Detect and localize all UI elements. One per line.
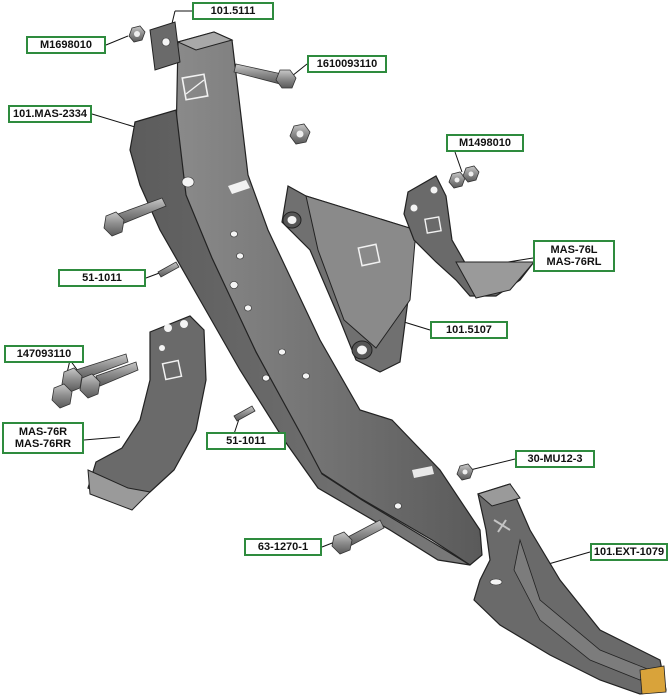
- label-101-ext-1079: 101.EXT-1079: [593, 546, 665, 558]
- bolt-1610093110: [233, 63, 297, 89]
- label-mas-76rr: MAS-76RR: [14, 438, 72, 450]
- callout-63-1270-1: 63-1270-1: [244, 538, 322, 556]
- label-63-1270-1: 63-1270-1: [257, 541, 309, 553]
- label-101-5111: 101.5111: [210, 5, 256, 17]
- label-m1498010: M1498010: [459, 137, 511, 149]
- label-147093110: 147093110: [16, 348, 72, 360]
- label-mas-76r: MAS-76R: [18, 426, 68, 438]
- pin-upper: [157, 261, 180, 278]
- plate-101-5111: [149, 21, 181, 71]
- callout-mas-76r: MAS-76R MAS-76RR: [2, 422, 84, 454]
- nuts-m1498010: [448, 165, 480, 189]
- callout-m1498010: M1498010: [446, 134, 524, 152]
- callout-101-mas-2334: 101.MAS-2334: [8, 105, 92, 123]
- wing-mas-76l: [403, 175, 536, 299]
- label-101-mas-2334: 101.MAS-2334: [13, 108, 87, 120]
- point-101-ext-1079: [473, 483, 667, 695]
- callout-m1698010: M1698010: [26, 36, 106, 54]
- bracket-101-5107: [281, 185, 417, 373]
- label-mas-76rl: MAS-76RL: [546, 256, 602, 268]
- label-mas-76l: MAS-76L: [550, 244, 598, 256]
- callout-51-1011-upper: 51-1011: [58, 269, 146, 287]
- callout-147093110: 147093110: [4, 345, 84, 363]
- label-51-1011-lower: 51-1011: [226, 435, 266, 447]
- callout-mas-76l: MAS-76L MAS-76RL: [533, 240, 615, 272]
- label-51-1011-upper: 51-1011: [82, 272, 122, 284]
- callout-30-mu12-3: 30-MU12-3: [515, 450, 595, 468]
- label-30-mu12-3: 30-MU12-3: [527, 453, 583, 465]
- callout-101-5111: 101.5111: [192, 2, 274, 20]
- label-1610093110: 1610093110: [316, 58, 378, 70]
- label-101-5107: 101.5107: [446, 324, 492, 336]
- bolts-147093110: [51, 353, 139, 409]
- nut-30-mu12-3: [456, 463, 474, 481]
- wing-mas-76r: [87, 315, 207, 511]
- callout-51-1011-lower: 51-1011: [206, 432, 286, 450]
- callout-1610093110: 1610093110: [307, 55, 387, 73]
- pin-lower: [233, 405, 256, 422]
- bolt-63-1270-1: [331, 519, 385, 555]
- nut-loose: [289, 123, 311, 145]
- label-m1698010: M1698010: [40, 39, 92, 51]
- callout-101-ext-1079: 101.EXT-1079: [590, 543, 668, 561]
- nut-m1698010: [128, 25, 146, 43]
- callout-101-5107: 101.5107: [430, 321, 508, 339]
- shank-101-mas-2334: [129, 31, 483, 566]
- bolt-shank-left: [103, 197, 167, 237]
